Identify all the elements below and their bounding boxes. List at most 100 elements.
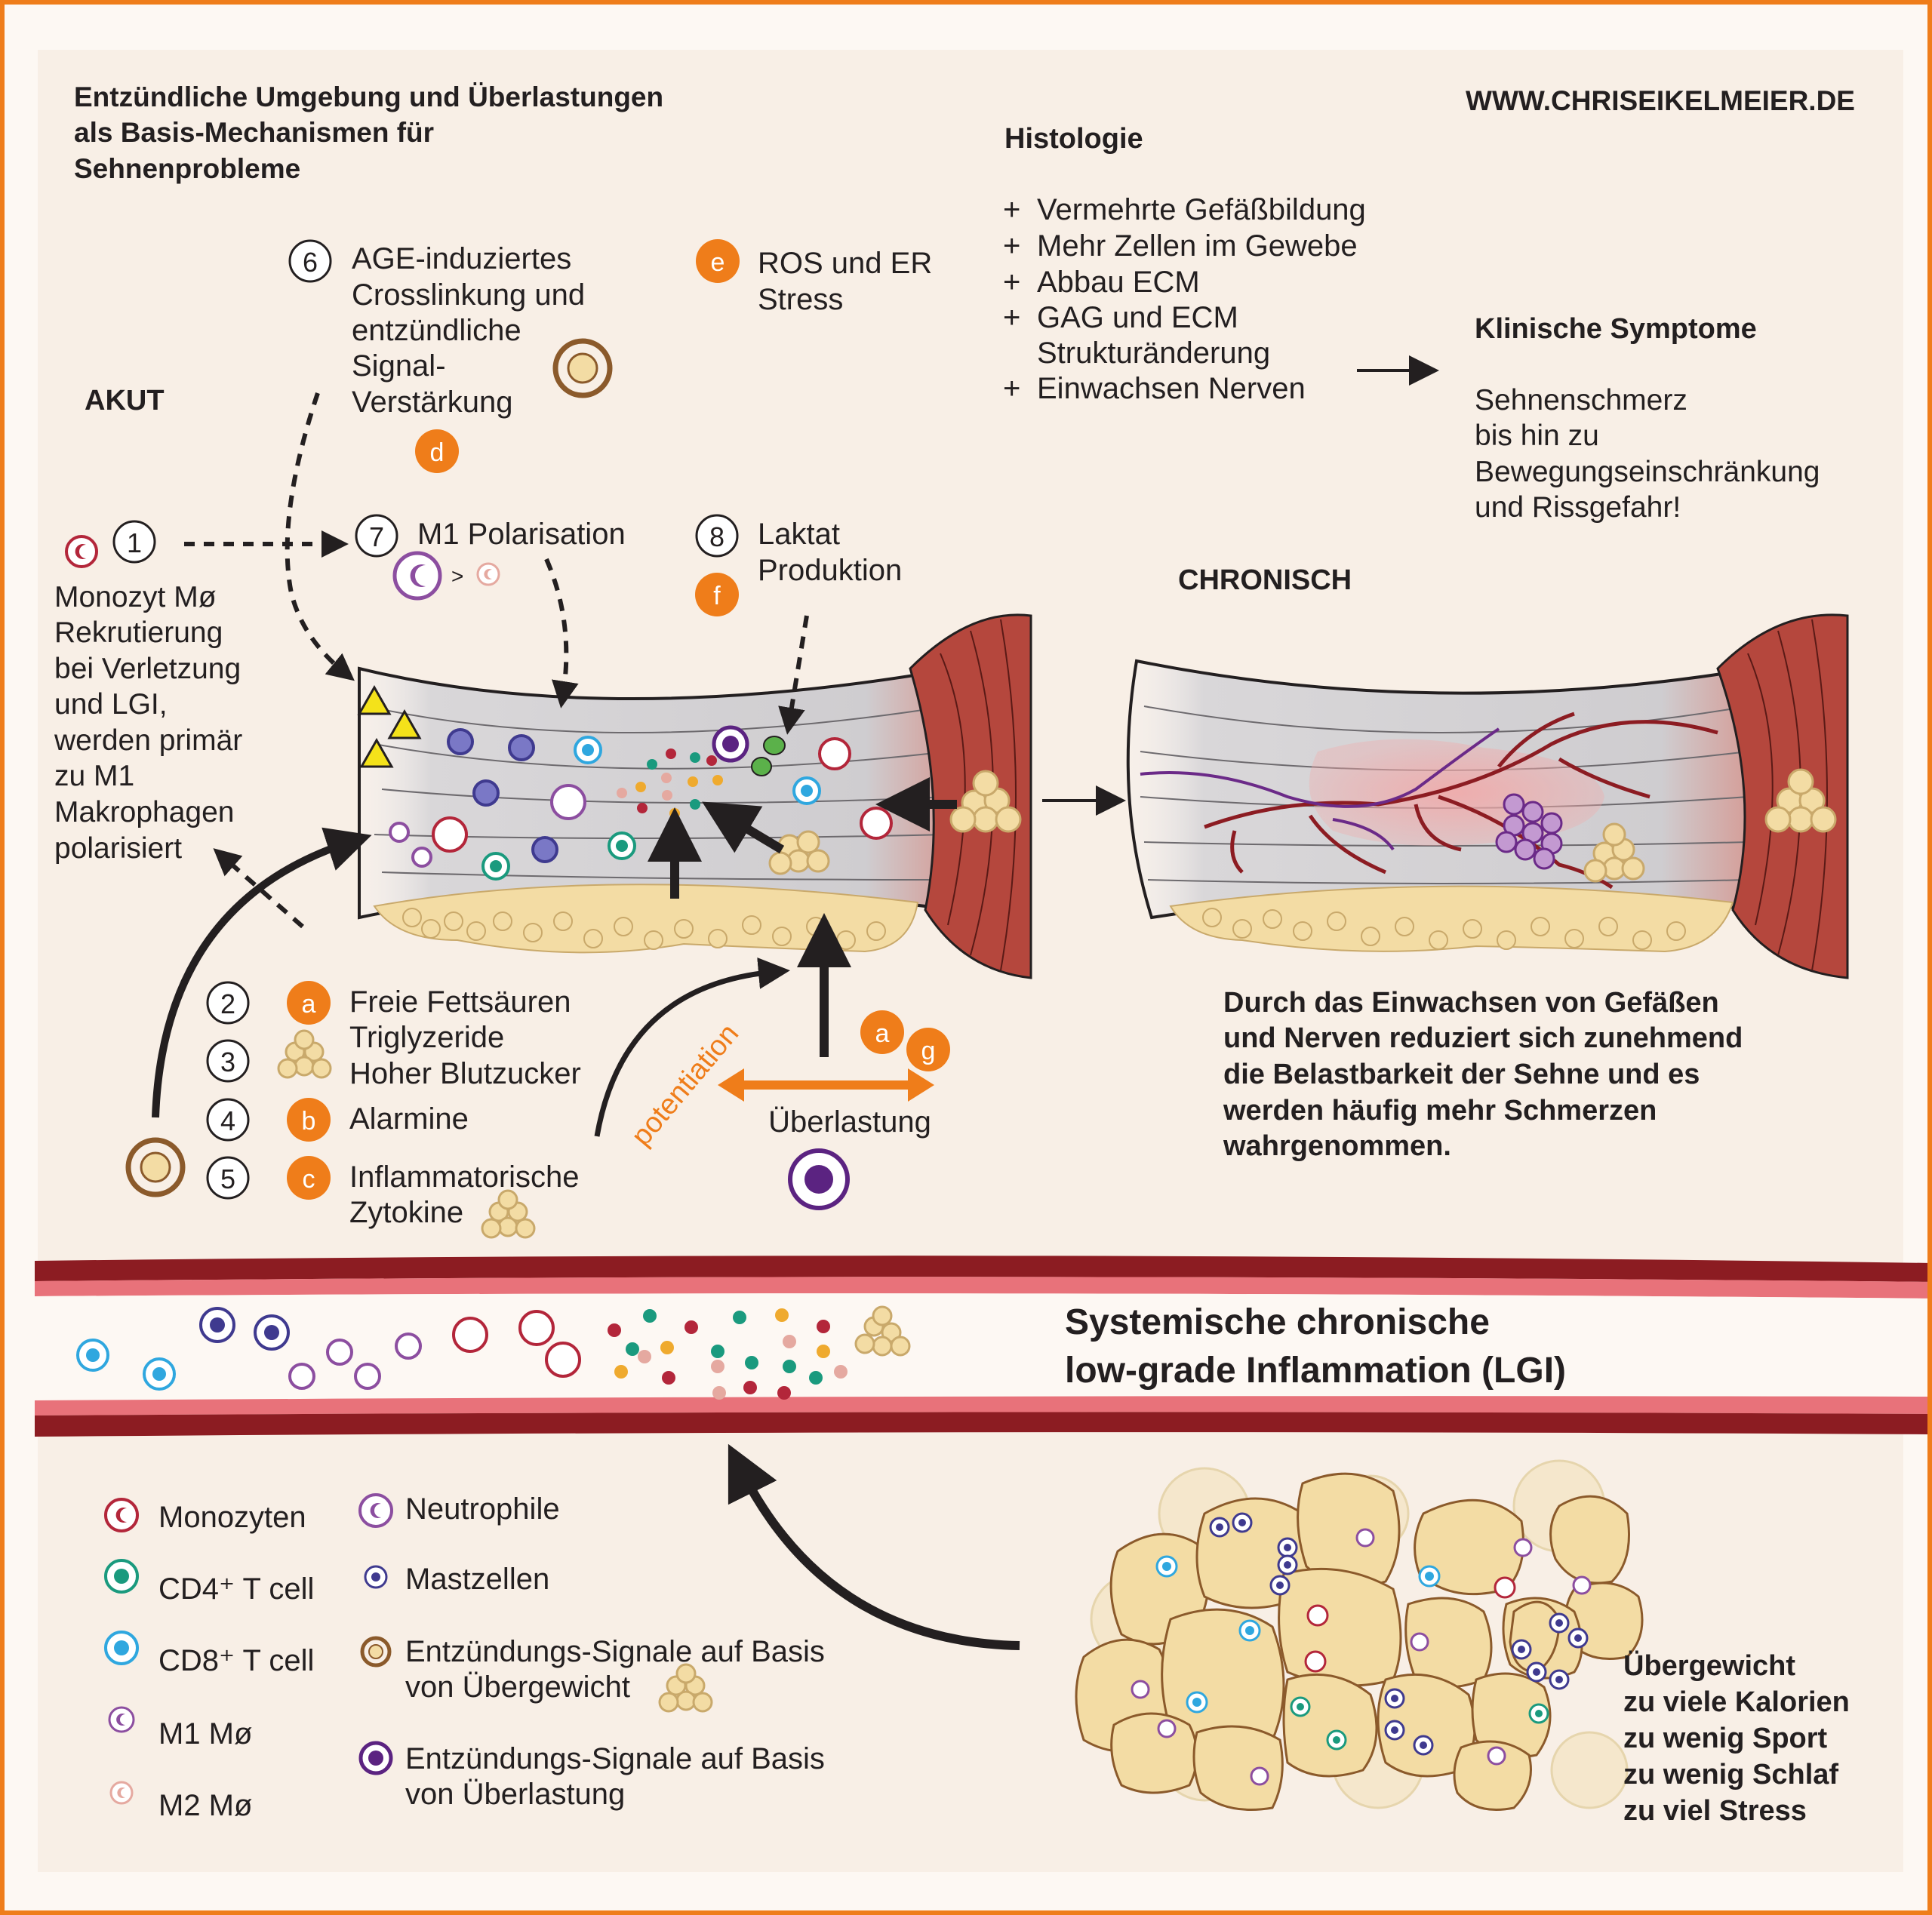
- histology-list: + Vermehrte Gefäßbildung + Mehr Zellen i…: [1003, 193, 1366, 405]
- step-1: 1 Monozyt Mø Rekrutierung bei Verletzung…: [54, 520, 242, 865]
- m1-icon: [108, 1706, 135, 1733]
- triglyceride-icon: [277, 1029, 332, 1079]
- overload-group: a g Überlastung: [718, 1010, 950, 1210]
- legend-label: Neutrophile: [405, 1492, 560, 1526]
- step-number-circle: [355, 514, 398, 558]
- immune-cell-cluster: [1495, 793, 1563, 870]
- clinical-title: Klinische Symptome: [1475, 313, 1757, 345]
- mast-cell-icons: [447, 728, 558, 863]
- histology-bullet: +: [1003, 301, 1020, 334]
- badge-d: [415, 429, 459, 473]
- histology-item: Vermehrte Gefäßbildung: [1037, 193, 1366, 226]
- step-6: 6 AGE-induziertes Crosslinkung und entzü…: [288, 239, 613, 473]
- legend-label: CD4⁺ T cell: [158, 1572, 314, 1606]
- cause-line: zu wenig Sport: [1623, 1723, 1828, 1754]
- lactate-line: Produktion: [758, 554, 902, 587]
- step-number: 5: [220, 1163, 235, 1194]
- step6-line: Verstärkung: [352, 386, 512, 419]
- legend-item-cd8: CD8⁺ T cell: [104, 1631, 314, 1677]
- factor-list: 2 a Freie Fettsäuren 3 Triglyzeride Hohe…: [206, 981, 581, 1239]
- histology-bullet: +: [1003, 266, 1020, 299]
- chronic-description: Durch das Einwachsen von Gefäßen und Ner…: [1223, 987, 1743, 1162]
- neutrophil-icons-tendon: [389, 784, 586, 868]
- factor-text: Inflammatorische: [349, 1160, 580, 1194]
- step-number: 7: [369, 521, 384, 552]
- step6-line: Crosslinkung und: [352, 278, 585, 312]
- lgi-title-line-2: low-grade Inflammation (LGI): [1065, 1351, 1566, 1391]
- step1-line: und LGI,: [54, 688, 168, 721]
- badge-letter: e: [711, 248, 725, 277]
- badge-f: [695, 573, 739, 616]
- step1-line: Monozyt Mø: [54, 581, 217, 613]
- factor-text: Hoher Blutzucker: [349, 1057, 581, 1090]
- step-number: 1: [127, 527, 142, 558]
- chronic-text-line: werden häufig mehr Schmerzen: [1223, 1095, 1657, 1127]
- chronic-text-line: und Nerven reduziert sich zunehmend: [1223, 1022, 1743, 1054]
- cause-line: Übergewicht: [1623, 1649, 1795, 1682]
- clinical-line: Bewegungseinschränkung: [1475, 456, 1820, 488]
- factor-text: Freie Fettsäuren: [349, 985, 571, 1019]
- chronic-text-line: wahrgenommen.: [1223, 1130, 1451, 1162]
- legend-label: von Übergewicht: [405, 1671, 630, 1704]
- lactate-line: Laktat: [758, 518, 840, 551]
- step1-line: Makrophagen: [54, 796, 235, 828]
- m2-icon: [109, 1781, 134, 1805]
- fat-cluster: [949, 770, 1022, 833]
- histology-item: Strukturänderung: [1037, 337, 1270, 370]
- step-number-circle: [112, 520, 156, 564]
- blood-cells: [76, 1305, 911, 1400]
- ros-line: ROS und ER: [758, 247, 932, 280]
- m1-macrophage-icon: [392, 551, 442, 601]
- chronic-text-line: Durch das Einwachsen von Gefäßen: [1223, 987, 1719, 1019]
- step-number-circle: [288, 239, 332, 283]
- main-title: Entzündliche Umgebung und Überlastungen …: [74, 81, 663, 184]
- legend-item-m1: M1 Mø: [108, 1706, 252, 1751]
- badge-a: [860, 1010, 904, 1054]
- histology-item: Einwachsen Nerven: [1037, 372, 1306, 405]
- fat-droplets: [402, 908, 886, 950]
- chronic-fat-cluster: [1764, 768, 1837, 833]
- factor-text: Triglyzeride: [349, 1021, 504, 1054]
- title-line-2: als Basis-Mechanismen für: [74, 117, 434, 148]
- legend-item-cd4: CD4⁺ T cell: [104, 1559, 314, 1606]
- clinical-symptoms: Sehnenschmerz bis hin zu Bewegungseinsch…: [1475, 384, 1820, 524]
- step6-line: entzündliche: [352, 314, 521, 347]
- step1-line: polarisiert: [54, 832, 182, 865]
- clinical-line: bis hin zu: [1475, 420, 1599, 452]
- monocyte-icon: [65, 535, 98, 568]
- clinical-line: und Rissgefahr!: [1475, 491, 1681, 524]
- lactate-icons: [751, 736, 786, 776]
- factor-text: Zytokine: [349, 1196, 463, 1229]
- histology-item: Mehr Zellen im Gewebe: [1037, 229, 1358, 263]
- adipose-immune-cells: [1131, 1512, 1592, 1786]
- title-line-3: Sehnenprobleme: [74, 153, 300, 184]
- acute-tendon-illustration: [357, 613, 1032, 979]
- m2-macrophage-icon: [476, 562, 500, 586]
- step1-line: werden primär: [54, 724, 242, 757]
- legend-label: Mastzellen: [405, 1563, 549, 1596]
- legend-item-obesity-signal: Entzündungs-Signale auf Basis von Überge…: [360, 1635, 825, 1713]
- step1-line: zu M1: [54, 760, 134, 792]
- title-line-1: Entzündliche Umgebung und Überlastungen: [74, 81, 663, 112]
- histology-item: GAG und ECM: [1037, 301, 1238, 334]
- adipose-tissue: [1075, 1459, 1644, 1811]
- badge-letter: a: [302, 990, 316, 1019]
- histology-bullet: +: [1003, 229, 1020, 263]
- legend-label: M2 Mø: [158, 1789, 252, 1822]
- arrow-adipose-to-blood: [728, 1443, 1020, 1650]
- chronic-tendon-illustration: [1126, 613, 1849, 979]
- cytokine-fat-icon: [481, 1189, 536, 1239]
- step-7: 7 M1 Polarisation >: [355, 514, 626, 601]
- cause-line: zu viele Kalorien: [1623, 1686, 1850, 1718]
- step6-line: Signal-: [352, 349, 446, 383]
- badge-e: [696, 239, 740, 283]
- badge-letter: a: [875, 1019, 890, 1048]
- legend-item-m2: M2 Mø: [109, 1781, 252, 1822]
- badge-g: [906, 1028, 950, 1071]
- cd8-cell-icons: [574, 736, 821, 805]
- step-e: e ROS und ER Stress: [696, 239, 932, 316]
- step-number: 8: [709, 521, 724, 552]
- step-number: 3: [220, 1047, 235, 1077]
- arrow-cluster-to-tendon: [702, 801, 785, 854]
